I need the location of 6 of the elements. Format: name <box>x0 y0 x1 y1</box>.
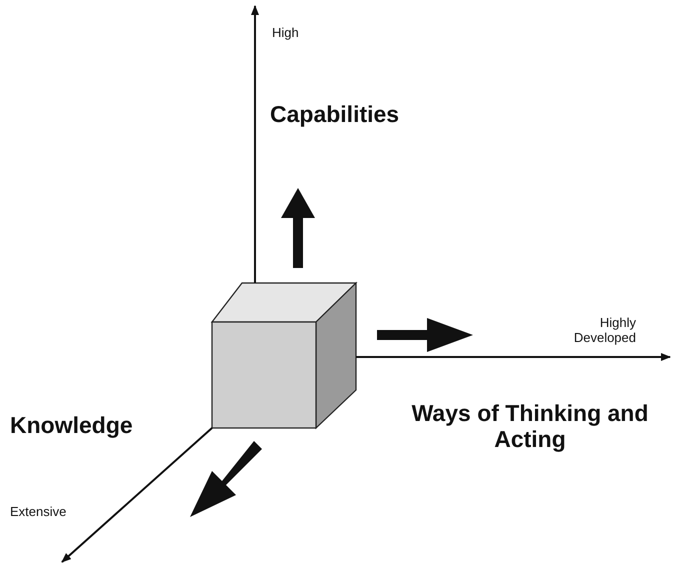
dimension-title: Ways of Thinking and Acting <box>410 400 650 453</box>
axis-label: Extensive <box>10 505 66 520</box>
axis-label: Highly Developed <box>572 316 636 346</box>
dimension-title: Knowledge <box>10 412 133 438</box>
axis-label: High <box>272 26 299 41</box>
dimension-title: Capabilities <box>270 101 400 128</box>
